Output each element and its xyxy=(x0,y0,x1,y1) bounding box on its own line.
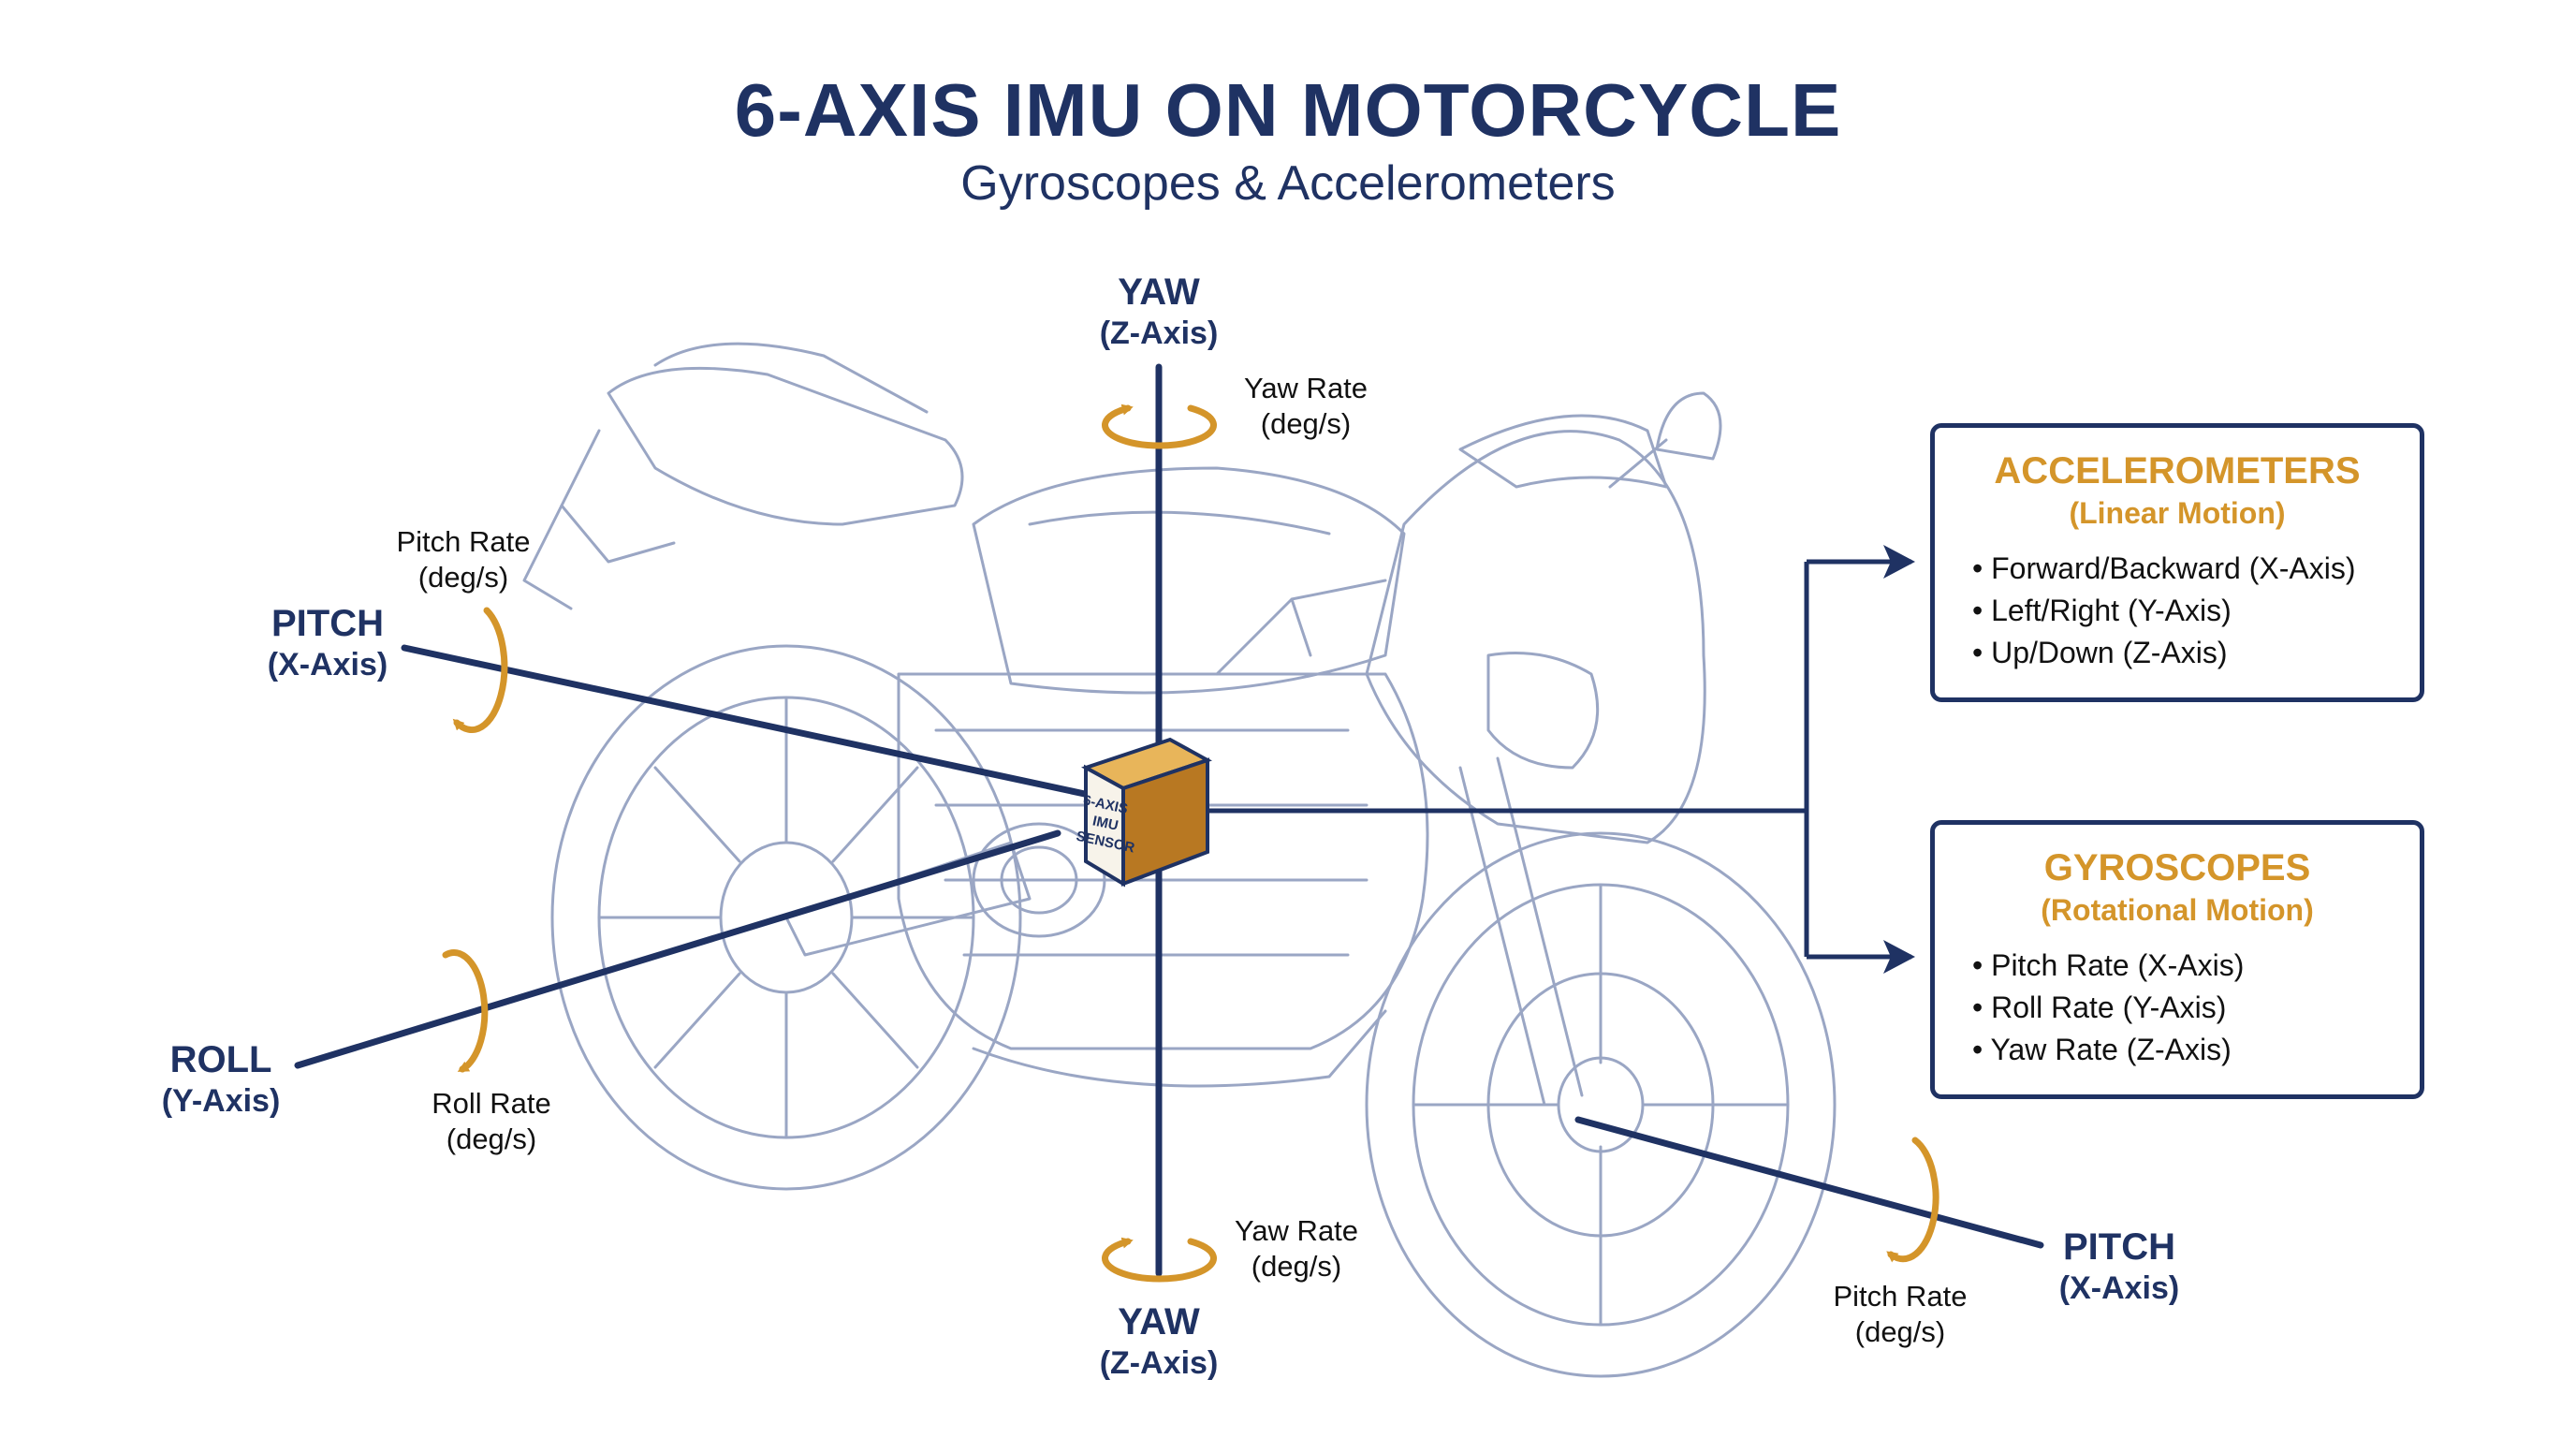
sensor-label-line2: IMU xyxy=(1091,813,1120,833)
yaw-bottom-rate-unit: (deg/s) xyxy=(1251,1250,1342,1283)
panel-connectors xyxy=(1198,545,1915,974)
gyroscopes-title: GYROSCOPES xyxy=(2043,847,2311,888)
list-item: Yaw Rate (Z-Axis) xyxy=(1972,1029,2420,1071)
yaw-bottom-name: YAW xyxy=(1118,1301,1200,1343)
list-item: Forward/Backward (X-Axis) xyxy=(1972,548,2420,590)
gyroscopes-list: Pitch Rate (X-Axis) Roll Rate (Y-Axis) Y… xyxy=(1935,945,2420,1071)
pitch-left-axis: (X-Axis) xyxy=(267,647,388,682)
pitch-right-axis: (X-Axis) xyxy=(2058,1270,2180,1306)
yaw-bottom-axis: (Z-Axis) xyxy=(1099,1345,1219,1381)
page-title: 6-AXIS IMU ON MOTORCYCLE xyxy=(734,68,1842,152)
pitch-right-rotation-arrow xyxy=(1886,1137,1939,1263)
roll-name: ROLL xyxy=(169,1039,272,1080)
list-item: Roll Rate (Y-Axis) xyxy=(1972,987,2420,1029)
front-wheel xyxy=(1365,831,1837,1378)
accelerometers-list: Forward/Backward (X-Axis) Left/Right (Y-… xyxy=(1935,548,2420,674)
roll-rotation-arrow xyxy=(442,949,489,1073)
page-subtitle: Gyroscopes & Accelerometers xyxy=(960,156,1616,211)
yaw-top-name: YAW xyxy=(1118,271,1200,313)
yaw-top-rotation-arrow xyxy=(1102,404,1217,449)
accelerometers-subtitle: (Linear Motion) xyxy=(2069,496,2286,530)
gyroscopes-panel: GYROSCOPES (Rotational Motion) Pitch Rat… xyxy=(1930,820,2424,1099)
gyroscopes-subtitle: (Rotational Motion) xyxy=(2041,893,2314,927)
pitch-right-name: PITCH xyxy=(2063,1226,2175,1268)
list-item: Up/Down (Z-Axis) xyxy=(1972,632,2420,674)
yaw-top-axis: (Z-Axis) xyxy=(1099,315,1219,351)
pitch-left-rate-unit: (deg/s) xyxy=(417,561,509,594)
pitch-axis-line-right xyxy=(1574,1116,2044,1249)
pitch-left-rate-label: Pitch Rate xyxy=(396,525,531,558)
motorcycle-illustration xyxy=(522,342,1837,1378)
pitch-left-rotation-arrow xyxy=(452,607,508,734)
imu-sensor-cube xyxy=(1081,737,1212,888)
rotation-arrows xyxy=(442,404,1939,1283)
roll-axis: (Y-Axis) xyxy=(161,1083,281,1119)
pitch-right-rate-label: Pitch Rate xyxy=(1833,1280,1968,1313)
yaw-top-rate-unit: (deg/s) xyxy=(1260,407,1352,440)
roll-axis-line xyxy=(294,829,1061,1069)
accelerometers-panel: ACCELEROMETERS (Linear Motion) Forward/B… xyxy=(1930,423,2424,702)
roll-rate-unit: (deg/s) xyxy=(446,1123,537,1155)
pitch-axis-line-left xyxy=(401,644,1097,800)
roll-rate-label: Roll Rate xyxy=(432,1087,551,1120)
list-item: Pitch Rate (X-Axis) xyxy=(1972,945,2420,987)
rear-wheel xyxy=(550,644,1022,1191)
accelerometers-title: ACCELEROMETERS xyxy=(1994,450,2361,492)
list-item: Left/Right (Y-Axis) xyxy=(1972,590,2420,632)
yaw-top-rate-label: Yaw Rate xyxy=(1243,372,1368,404)
yaw-bottom-rate-label: Yaw Rate xyxy=(1234,1214,1359,1247)
yaw-bottom-rotation-arrow xyxy=(1102,1237,1217,1283)
pitch-left-name: PITCH xyxy=(271,603,384,644)
pitch-right-rate-unit: (deg/s) xyxy=(1854,1315,1946,1348)
